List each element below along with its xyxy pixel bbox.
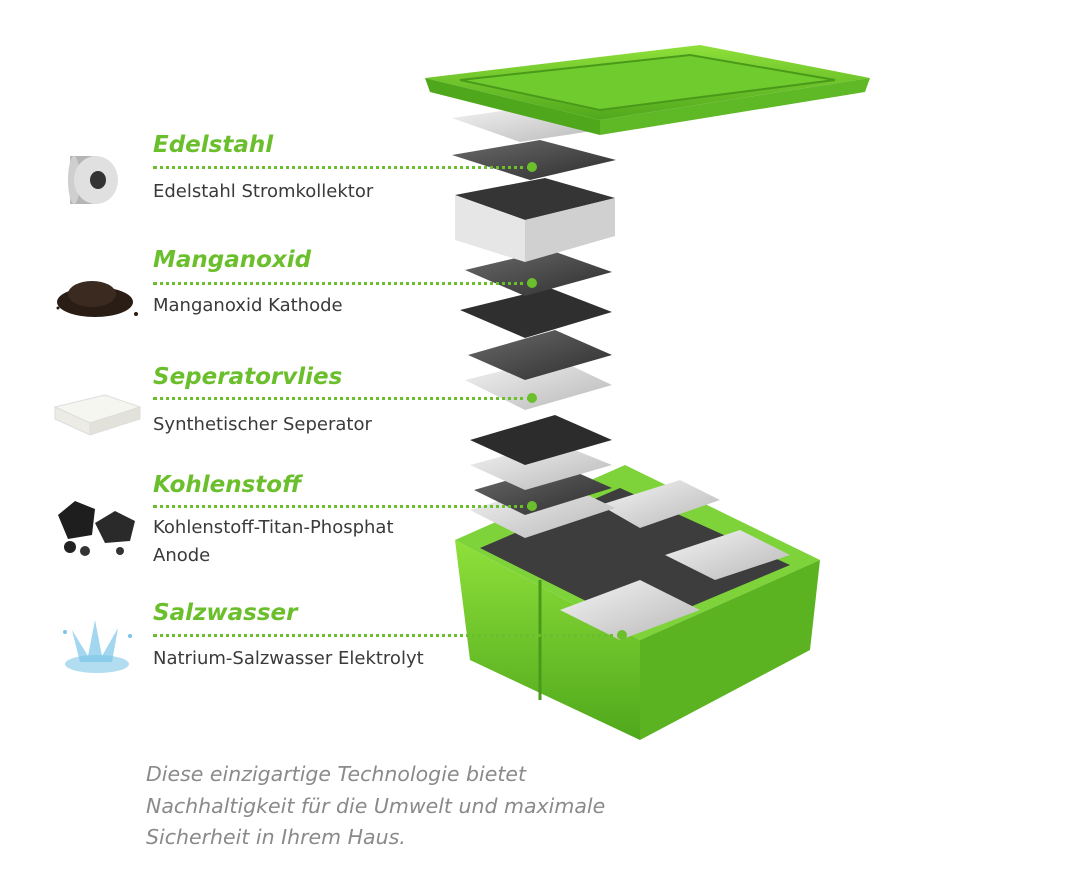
component-description: Anode (153, 545, 211, 566)
component-title: Salzwasser (153, 600, 298, 626)
leader-dot (527, 162, 537, 172)
component-description: Kohlenstoff-Titan-Phosphat (153, 517, 394, 538)
closing-text-line: Nachhaltigkeit für die Umwelt und maxima… (146, 793, 606, 818)
battery-lid (425, 45, 870, 135)
component-description: Synthetischer Seperator (153, 414, 372, 435)
steel-coil-icon (68, 156, 118, 204)
water-splash-icon (63, 620, 132, 673)
leader-dot (617, 630, 627, 640)
component-description: Manganoxid Kathode (153, 295, 343, 316)
coal-icon (58, 501, 135, 556)
leader-dot (527, 278, 537, 288)
leader-line (153, 505, 531, 508)
leader-line (153, 282, 531, 285)
component-title: Manganoxid (153, 247, 312, 273)
leader-line (153, 397, 531, 400)
leader-dot (527, 501, 537, 511)
component-title: Kohlenstoff (153, 472, 302, 498)
leader-line (153, 634, 621, 637)
leader-line (153, 166, 531, 169)
component-title: Seperatorvlies (153, 364, 343, 390)
leader-dot (527, 393, 537, 403)
powder-pile-icon (56, 281, 138, 317)
component-description: Edelstahl Stromkollektor (153, 181, 374, 202)
component-title: Edelstahl (153, 132, 274, 158)
closing-text-line: Diese einzigartige Technologie bietet (146, 762, 527, 786)
closing-text-line: Sicherheit in Ihrem Haus. (146, 825, 406, 849)
closing-text: Diese einzigartige Technologie bietet Na… (146, 759, 605, 854)
fleece-icon (53, 394, 142, 436)
component-description: Natrium-Salzwasser Elektrolyt (153, 648, 424, 669)
